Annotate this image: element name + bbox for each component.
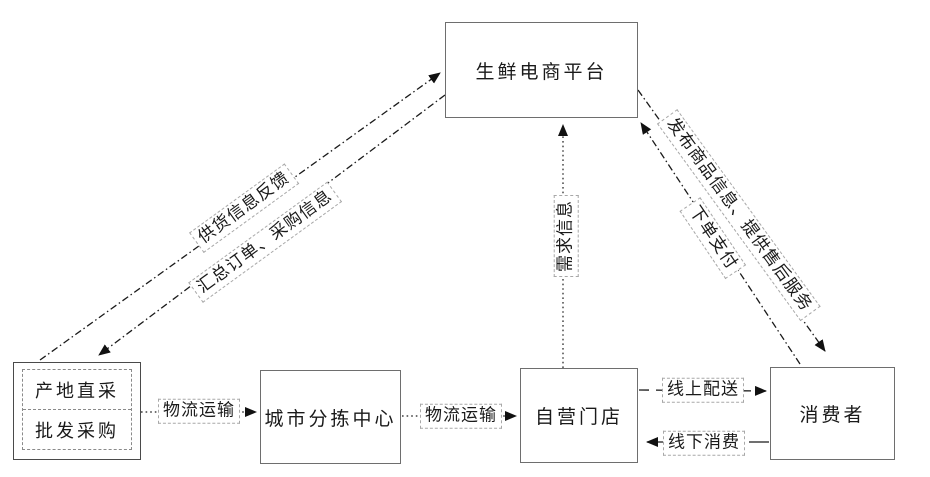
node-sourcing-inner: 产地直采 批发采购 bbox=[22, 369, 132, 450]
edge-label-logistics-2: 物流运输 bbox=[420, 403, 502, 429]
node-sourcing-wholesale-label: 批发采购 bbox=[35, 420, 119, 441]
edge-label-demand-info: 需求信息 bbox=[553, 195, 579, 277]
node-sourcing: 产地直采 批发采购 bbox=[13, 362, 141, 460]
node-sorting-center: 城市分拣中心 bbox=[260, 370, 401, 464]
edge-label-online-delivery: 线上配送 bbox=[662, 377, 744, 403]
node-platform-label: 生鲜电商平台 bbox=[475, 61, 608, 83]
node-sourcing-direct-label: 产地直采 bbox=[35, 380, 119, 401]
node-sourcing-wholesale: 批发采购 bbox=[23, 410, 131, 449]
node-consumer: 消费者 bbox=[770, 367, 895, 460]
edge-label-logistics-1: 物流运输 bbox=[158, 398, 240, 424]
node-sourcing-direct: 产地直采 bbox=[23, 370, 131, 410]
node-store: 自营门店 bbox=[520, 368, 638, 463]
edge-supply-feedback-line bbox=[39, 72, 441, 361]
node-store-label: 自营门店 bbox=[534, 407, 623, 428]
edge-order-pay-line bbox=[640, 122, 801, 365]
edge-online-delivery-line bbox=[638, 385, 767, 396]
node-consumer-label: 消费者 bbox=[799, 405, 866, 426]
node-sorting-center-label: 城市分拣中心 bbox=[264, 408, 397, 430]
node-platform: 生鲜电商平台 bbox=[445, 22, 638, 118]
edge-label-offline-consume: 线下消费 bbox=[663, 430, 745, 456]
